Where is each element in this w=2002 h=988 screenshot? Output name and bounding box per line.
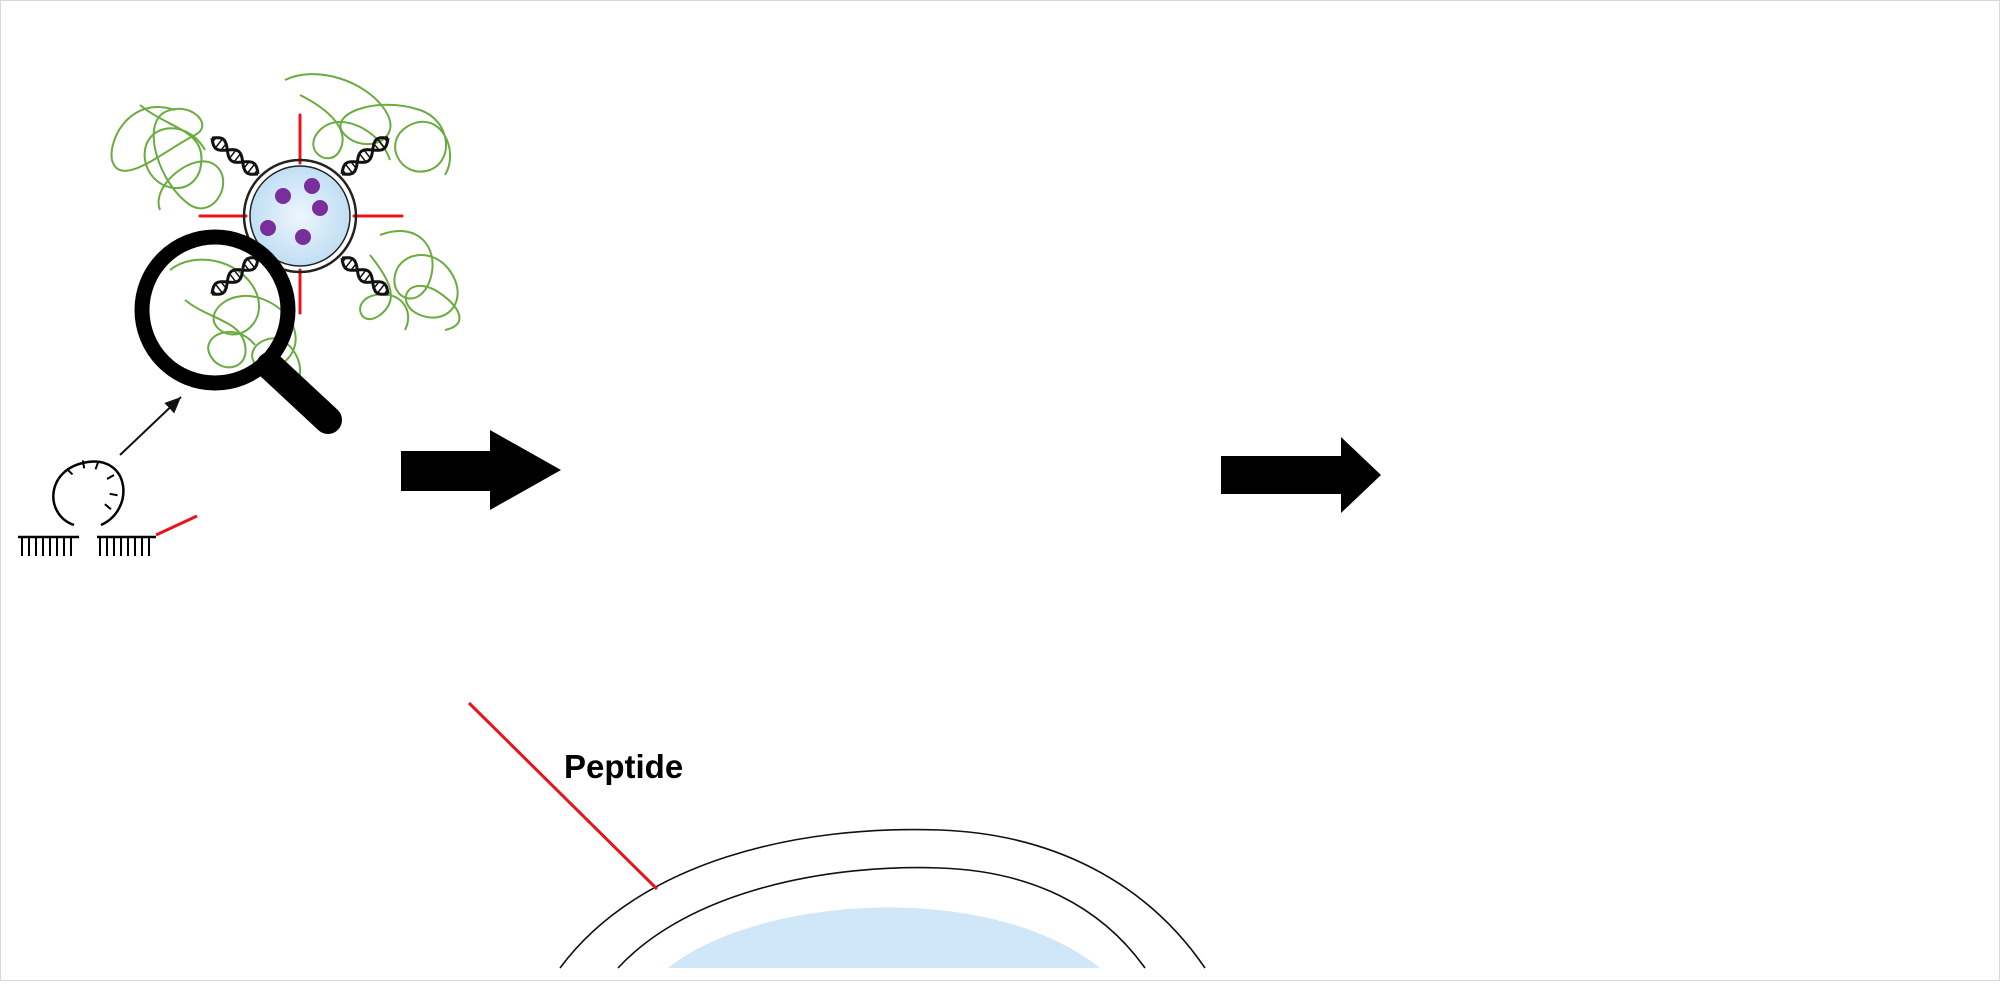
dna-helix-icon [210,136,260,176]
hairpin-to-magnifier-arrow [119,396,182,456]
dna-helix-icon [340,136,390,176]
peptide-label: Peptide [564,748,684,785]
helix-rung [358,269,367,279]
helix-rung [363,273,372,283]
polymer-coil-upper-right-2 [299,94,391,161]
panel-1-nanoparticle [18,73,461,556]
polymer-coil-upper-left [110,106,225,211]
cargo-dot [295,229,311,245]
helix-strand [341,256,390,295]
nanoparticle-icon [242,158,358,274]
cargo-dot [312,200,328,216]
polymer-coil-upper-left-2 [139,104,206,189]
hairpin-loop-tick [106,474,115,480]
helix-strand [211,136,260,175]
helix-rung [358,153,367,163]
helix-rung [233,269,242,279]
hairpin-probe-icon [18,460,198,556]
helix-rung [376,138,386,149]
cell-membrane-panel-2 [559,828,1206,969]
helix-rung [246,163,256,174]
cargo-dot [304,178,320,194]
hairpin-loop-tick [66,468,74,476]
cell-interior [668,907,1100,968]
hairpin-loop-tick [104,503,112,511]
helix-rung [214,138,224,149]
helix-strand [340,136,389,175]
helix-rung [214,283,224,294]
polymer-coil-lower-right [379,230,461,331]
helix-rung [363,149,372,159]
dna-helix-spokes [210,136,390,296]
helix-rung [228,149,237,159]
helix-rung [376,283,386,294]
process-arrow-icon [1221,437,1381,513]
membrane-outer [559,828,1206,969]
dna-helix-icon [210,256,260,296]
peptide-strand [467,701,659,891]
hairpin-loop-tick [94,461,100,470]
hairpin-loop-tick [109,492,118,497]
membrane-inner [617,866,1146,969]
helix-strand [210,137,259,176]
helix-rung [233,153,242,163]
helix-strand [341,137,390,176]
process-arrow-icon [401,430,561,510]
helix-strand [340,257,389,296]
helix-strand [210,256,259,295]
polymer-coil-lower-right-2 [359,254,410,331]
helix-strand [211,257,260,296]
helix-rung [344,258,354,269]
hairpin-loop-tick [81,460,86,469]
polymer-coil-upper-right [284,73,451,176]
polymer-coil-lower-left [169,258,302,386]
polymer-coil-lower-left-2 [184,299,256,369]
dna-helix-icon [340,256,390,296]
helix-rung [344,163,354,174]
peptide-spokes [198,113,404,315]
magnifier-icon [134,229,342,434]
panel-2-binding [467,701,1206,969]
helix-rung [246,258,256,269]
cargo-dots [260,178,328,245]
helix-rung [228,273,237,283]
polymer-tangles-panel-1 [110,73,461,386]
cargo-dot [260,220,276,236]
cargo-dot [275,188,291,204]
